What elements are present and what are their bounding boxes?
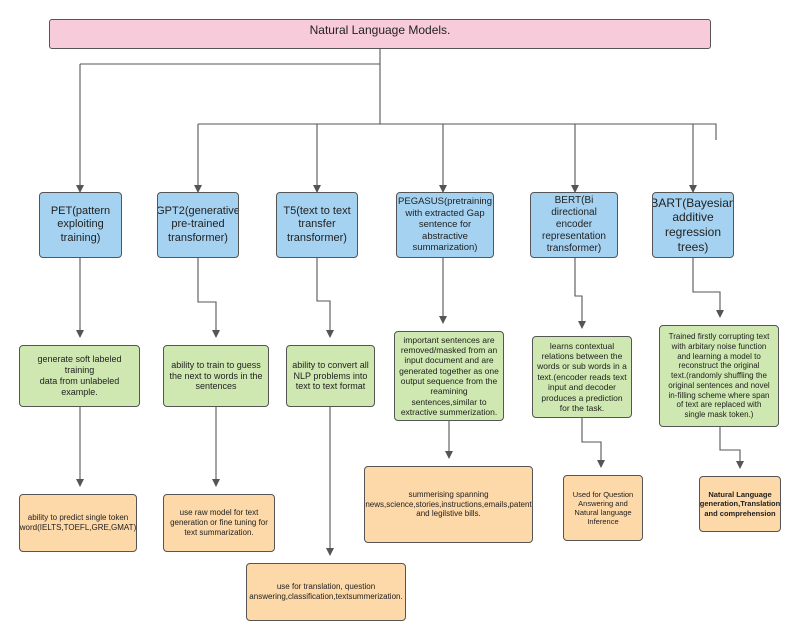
use-node-t5: use for translation, question answering,… [246, 563, 406, 621]
model-node-bart: BART(Bayesian additive regression trees) [652, 192, 734, 258]
description-label-bert: learns contextual relations between the … [537, 340, 627, 413]
connector-bart-to-desc [692, 258, 724, 318]
description-label-gpt2: ability to train to guess the next to wo… [169, 359, 263, 392]
connector-gpt2-to-desc [197, 258, 220, 338]
use-node-gpt2: use raw model for text generation or fin… [163, 494, 275, 552]
model-label-t5: T5(text to text transfer transformer) [283, 204, 351, 244]
use-label-bert: Used for Question Answering and Natural … [572, 489, 634, 527]
model-label-bert: BERT(Bi directional encoder representati… [542, 194, 606, 255]
description-node-gpt2: ability to train to guess the next to wo… [163, 345, 269, 407]
model-label-pet: PET(pattern exploiting training) [50, 204, 111, 244]
root-label: Natural Language Models. [309, 23, 451, 37]
model-node-gpt2: GPT2(generative pre-trained transformer) [157, 192, 239, 258]
connector-root-trunk [80, 49, 717, 140]
use-label-pet: ability to predict single token word(IEL… [19, 513, 137, 532]
model-node-pet: PET(pattern exploiting training) [39, 192, 122, 258]
use-label-bart: Natural Language generation,Translation … [699, 490, 781, 518]
description-node-t5: ability to convert all NLP problems into… [286, 345, 375, 407]
model-node-pegasus: PEGASUS(pretraining with extracted Gap s… [396, 192, 494, 258]
connector-t5-to-desc [316, 258, 334, 338]
use-node-pegasus: summerising spanning news,science,storie… [364, 466, 533, 543]
description-label-pegasus: important sentences are removed/masked f… [399, 334, 499, 418]
description-node-bart: Trained firstly corrupting text with arb… [659, 325, 779, 427]
model-label-bart: BART(Bayesian additive regression trees) [652, 195, 734, 254]
model-node-bert: BERT(Bi directional encoder representati… [530, 192, 618, 258]
model-label-pegasus: PEGASUS(pretraining with extracted Gap s… [398, 196, 492, 254]
use-label-gpt2: use raw model for text generation or fin… [170, 508, 268, 537]
use-label-t5: use for translation, question answering,… [249, 582, 403, 601]
connector-bert-desc-to-use [581, 418, 605, 468]
description-node-bert: learns contextual relations between the … [532, 336, 632, 418]
use-node-bart: Natural Language generation,Translation … [699, 476, 781, 532]
root-node: Natural Language Models. [49, 19, 711, 49]
connector-bart-desc-to-use [719, 427, 744, 469]
description-label-t5: ability to convert all NLP problems into… [292, 359, 369, 392]
use-label-pegasus: summerising spanning news,science,storie… [365, 489, 532, 519]
model-node-t5: T5(text to text transfer transformer) [276, 192, 358, 258]
use-node-pet: ability to predict single token word(IEL… [19, 494, 137, 552]
description-node-pegasus: important sentences are removed/masked f… [394, 331, 504, 421]
use-node-bert: Used for Question Answering and Natural … [563, 475, 643, 541]
description-label-pet: generate soft labeled training data from… [37, 354, 122, 397]
description-node-pet: generate soft labeled training data from… [19, 345, 140, 407]
model-label-gpt2: GPT2(generative pre-trained transformer) [157, 204, 239, 244]
connector-bert-to-desc [574, 258, 586, 329]
description-label-bart: Trained firstly corrupting text with arb… [668, 332, 770, 420]
